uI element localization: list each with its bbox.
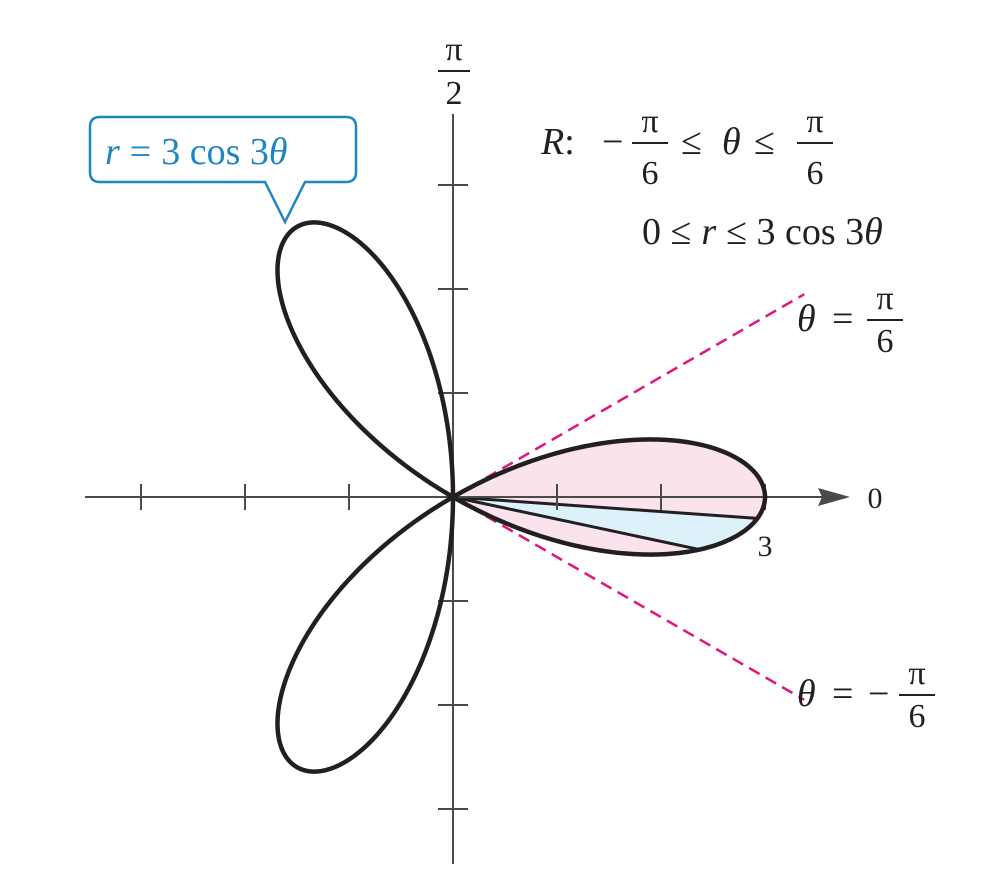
label-theta-minus-pi-over-6: θ = − π 6 <box>797 655 935 735</box>
upper-bound-denominator: 6 <box>807 155 824 192</box>
boundary-ray-minus-pi-over-6 <box>452 495 805 701</box>
equals-sign: = <box>832 673 853 715</box>
axis-label-zero: 0 <box>868 482 883 515</box>
axis-label-pi-over-2: π 2 <box>438 31 470 112</box>
theta-symbol: θ <box>722 121 741 163</box>
inequality-sign: ≤ <box>681 121 702 163</box>
numerator: π <box>908 655 925 692</box>
theta-symbol: θ <box>797 673 816 715</box>
numerator: π <box>876 280 893 317</box>
tick-label-3: 3 <box>758 530 773 563</box>
denominator: 6 <box>877 323 894 360</box>
label-theta-pi-over-6: θ = π 6 <box>797 280 903 360</box>
denominator: 2 <box>446 75 463 112</box>
minus-sign: − <box>602 121 623 163</box>
lower-bound-numerator: π <box>641 103 658 140</box>
boundary-ray-pi-over-6 <box>452 293 805 499</box>
lower-bound-denominator: 6 <box>642 155 659 192</box>
pi-symbol: π <box>445 31 462 68</box>
radius-bounds: 0 ≤r≤ 3 cos 3θ <box>642 211 883 253</box>
minus-sign: − <box>868 673 889 715</box>
region-name: R: <box>540 121 575 163</box>
theta-symbol: θ <box>797 298 816 340</box>
callout-equation: r=3 cos 3θ <box>105 131 288 173</box>
region-description: R: − π 6 ≤ θ ≤ π 6 0 ≤r≤ 3 cos 3θ <box>540 103 883 253</box>
inequality-sign: ≤ <box>754 121 775 163</box>
curve-equation-callout: r=3 cos 3θ <box>88 115 358 225</box>
denominator: 6 <box>909 698 926 735</box>
rose-curve <box>275 220 768 774</box>
callout-bubble <box>88 115 358 225</box>
equals-sign: = <box>832 298 853 340</box>
axis-arrowhead <box>818 488 850 506</box>
upper-bound-numerator: π <box>806 103 823 140</box>
